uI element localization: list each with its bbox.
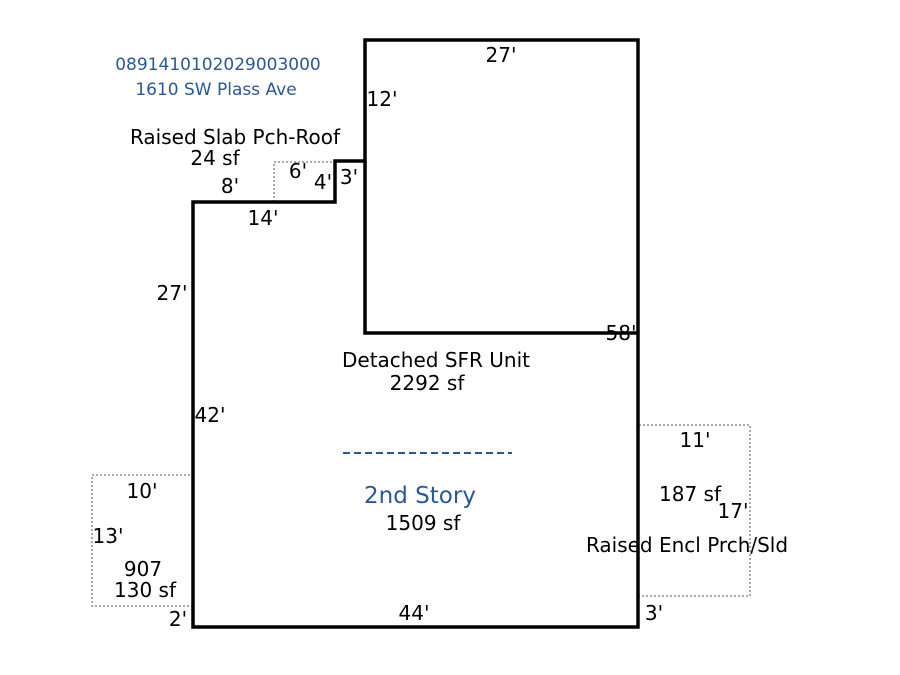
left-addition-code: 907 xyxy=(124,557,162,581)
encl-porch-area: 187 sf xyxy=(659,482,722,506)
dim-encl-top: 11' xyxy=(680,428,711,452)
dim-bottom: 44' xyxy=(399,601,430,625)
dim-left-add-bottom: 2' xyxy=(169,607,187,631)
dim-left-add-side: 13' xyxy=(93,524,124,548)
parcel-address: 1610 SW Plass Ave xyxy=(135,80,296,100)
dim-left-add-top: 10' xyxy=(127,479,158,503)
dim-porch-top: 6' xyxy=(289,159,307,183)
dim-step-small: 3' xyxy=(340,165,358,189)
encl-porch-name: Raised Encl Prch/Sld xyxy=(586,533,788,557)
main-area-name: Detached SFR Unit xyxy=(342,348,530,372)
enclosed-porch-outline xyxy=(638,424,751,597)
porch-roof-area: 24 sf xyxy=(190,146,240,170)
dim-left-upper: 27' xyxy=(157,281,188,305)
left-addition-area: 130 sf xyxy=(114,578,177,602)
second-story-boundary xyxy=(363,161,638,335)
dim-porch-width: 8' xyxy=(221,174,239,198)
dim-right-side: 58' xyxy=(606,321,637,345)
dim-porch-side: 4' xyxy=(314,170,332,194)
porch-roof-name: Raised Slab Pch-Roof xyxy=(130,125,341,149)
dim-top: 27' xyxy=(486,43,517,67)
dim-upper-right-jog: 12' xyxy=(367,87,398,111)
parcel-id: 0891410102029003000 xyxy=(115,55,321,75)
dim-bottom-right: 3' xyxy=(645,601,663,625)
second-story-name: 2nd Story xyxy=(364,483,476,509)
main-area-value: 2292 sf xyxy=(390,371,466,395)
dim-step-top: 14' xyxy=(248,206,279,230)
main-building-outline xyxy=(191,38,640,629)
second-story-area: 1509 sf xyxy=(386,511,462,535)
dim-left-lower: 42' xyxy=(195,403,226,427)
dim-encl-side: 17' xyxy=(718,499,749,523)
